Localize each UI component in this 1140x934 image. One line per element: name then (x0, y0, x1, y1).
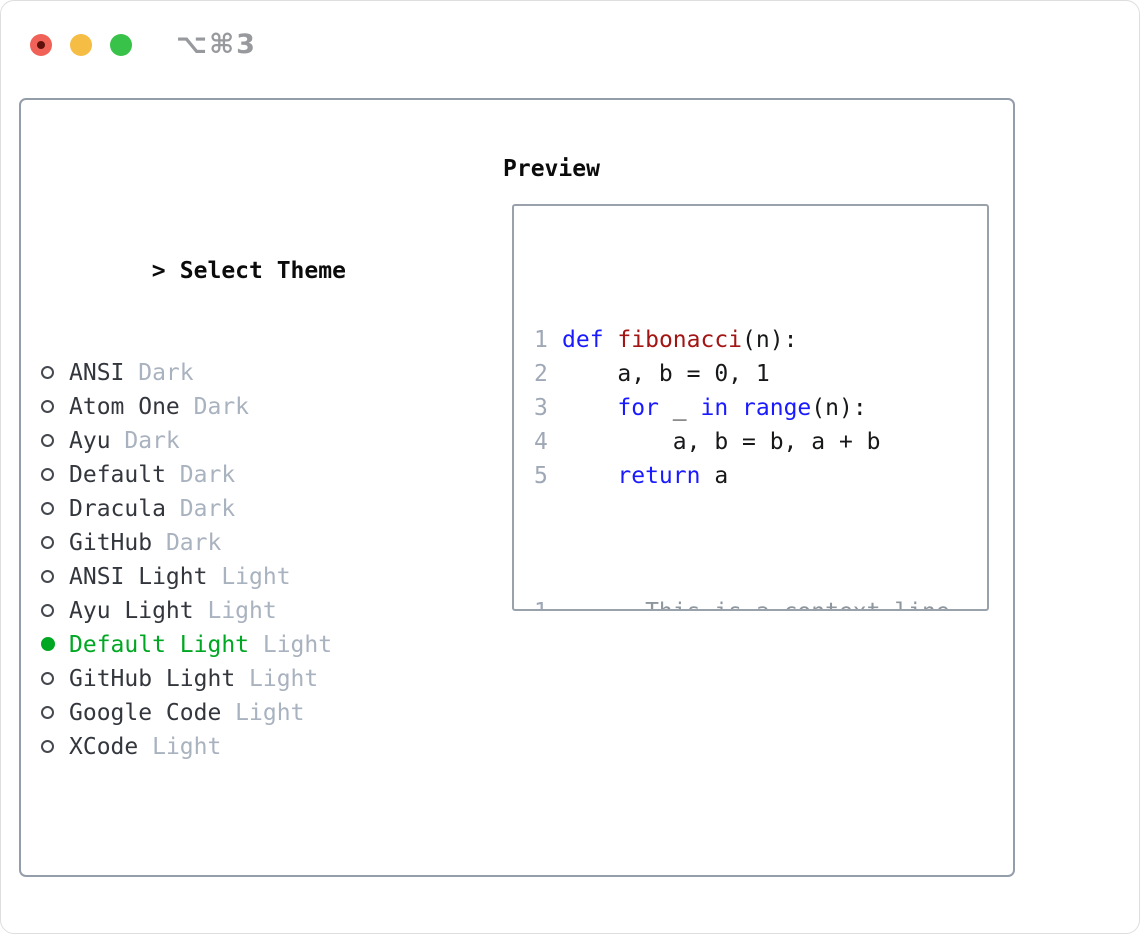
theme-option-atom-one[interactable]: Atom One Dark (41, 390, 429, 424)
code-line: 2 a, b = 0, 1 (534, 357, 987, 391)
theme-option-label: Dracula (69, 496, 166, 522)
theme-option-label: Google Code (69, 700, 222, 726)
theme-option-ayu-light[interactable]: Ayu Light Light (41, 594, 429, 628)
radio-icon (41, 366, 54, 379)
radio-icon (41, 706, 54, 719)
line-number: 5 (534, 463, 548, 489)
prompt-caret-icon: > (151, 258, 166, 284)
theme-option-label: ANSI Light (69, 564, 208, 590)
line-number: 2 (534, 361, 548, 387)
theme-option-label: XCode (69, 734, 139, 760)
theme-option-xcode[interactable]: XCode Light (41, 730, 429, 764)
theme-variant-tag: Light (207, 564, 291, 590)
theme-option-label: GitHub (69, 530, 153, 556)
select-theme-header: > Select Theme (41, 220, 429, 284)
theme-option-ansi[interactable]: ANSI Dark (41, 356, 429, 390)
diff-preview: 1 This is a context line.2 - This line w… (534, 595, 987, 609)
window-title: ⌥⌘3 (176, 29, 257, 60)
line-number: 1 (534, 327, 548, 353)
radio-icon (41, 502, 54, 515)
radio-icon (41, 400, 54, 413)
radio-icon (41, 604, 54, 617)
minimize-button[interactable] (70, 33, 92, 56)
theme-option-label: Atom One (69, 394, 180, 420)
zoom-button[interactable] (110, 33, 132, 56)
theme-option-label: Ayu Light (69, 598, 194, 624)
theme-variant-tag: Dark (110, 428, 180, 454)
theme-variant-tag: Dark (124, 360, 194, 386)
code-line: 5 return a (534, 459, 987, 493)
theme-option-default[interactable]: Default Dark (41, 458, 429, 492)
theme-variant-tag: Dark (165, 462, 236, 488)
theme-variant-tag: Light (221, 700, 305, 726)
theme-option-label: Default Light (69, 632, 250, 658)
titlebar: ⌥⌘3 (30, 29, 257, 60)
theme-option-ayu[interactable]: Ayu Dark (41, 424, 429, 458)
theme-option-github-light[interactable]: GitHub Light Light (41, 662, 429, 696)
theme-option-label: Default (69, 462, 166, 488)
theme-option-dracula[interactable]: Dracula Dark (41, 492, 429, 526)
spacer (41, 866, 429, 900)
theme-option-github[interactable]: GitHub Dark (41, 526, 429, 560)
line-number: 3 (534, 395, 548, 421)
radio-icon (41, 468, 54, 481)
radio-icon (41, 434, 54, 447)
theme-variant-tag: Dark (165, 496, 236, 522)
theme-variant-tag: Dark (179, 394, 250, 420)
theme-variant-tag: Light (138, 734, 222, 760)
select-theme-title: Select Theme (179, 258, 346, 284)
theme-option-default-light[interactable]: Default Light Light (41, 628, 429, 662)
theme-option-ansi-light[interactable]: ANSI Light Light (41, 560, 429, 594)
theme-option-google-code[interactable]: Google Code Light (41, 696, 429, 730)
theme-option-label: GitHub Light (69, 666, 236, 692)
radio-icon (41, 672, 54, 685)
theme-option-label: Ayu (69, 428, 111, 454)
line-number: 1 (534, 595, 562, 609)
radio-icon (41, 570, 54, 583)
radio-icon (41, 536, 54, 549)
theme-variant-tag: Light (249, 632, 333, 658)
preview-title: Preview (503, 156, 600, 182)
close-button[interactable] (30, 33, 52, 56)
theme-variant-tag: Light (193, 598, 277, 624)
theme-variant-tag: Dark (152, 530, 222, 556)
code-line: 4 a, b = b, a + b (534, 425, 987, 459)
code-line: 3 for _ in range(n): (534, 391, 987, 425)
theme-variant-tag: Light (235, 666, 319, 692)
theme-option-label: ANSI (69, 360, 125, 386)
line-number: 4 (534, 429, 548, 455)
radio-icon (41, 740, 54, 753)
diff-line-context: 1 This is a context line. (534, 595, 987, 609)
radio-selected-icon (41, 637, 55, 651)
